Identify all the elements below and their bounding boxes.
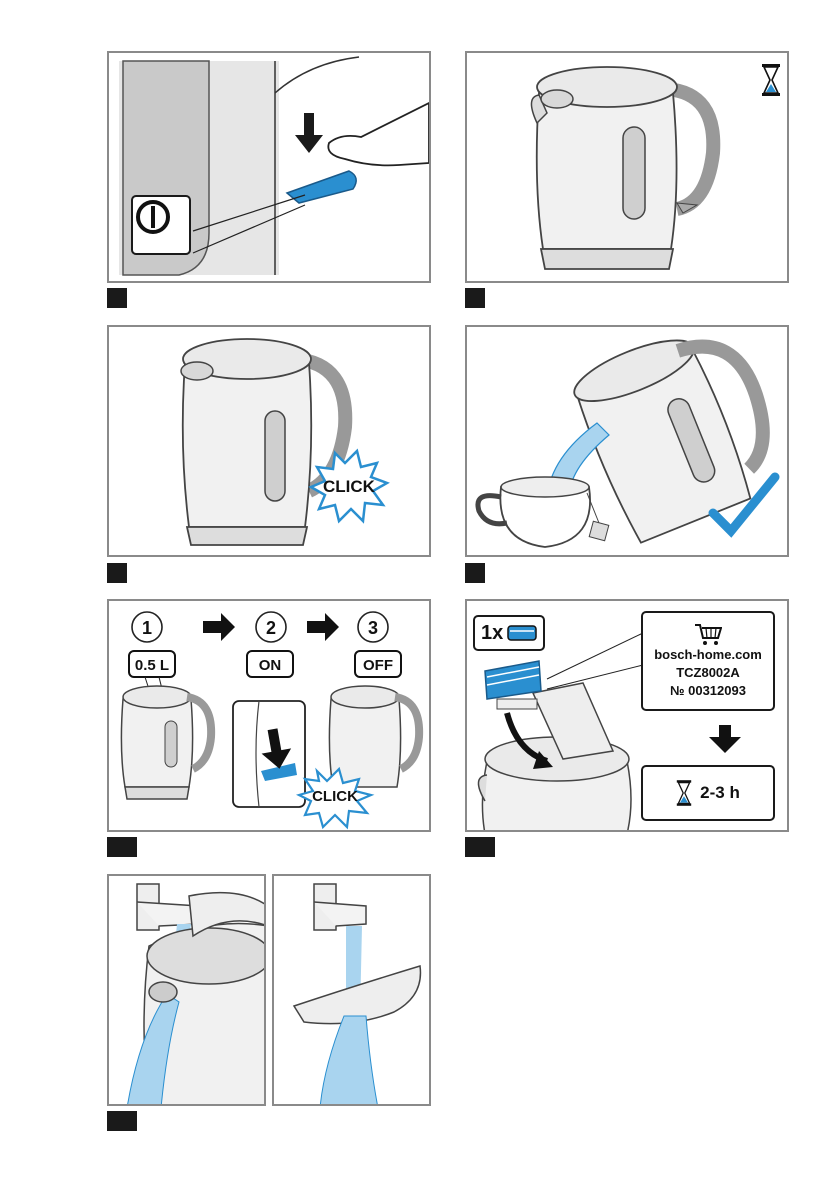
product-code: TCZ8002A [676,664,740,682]
kettle-click-illustration: CLICK [109,327,431,557]
power-icon [131,195,191,255]
svg-text:2: 2 [266,618,276,638]
click-text: CLICK [323,477,376,496]
step-marker-1 [107,288,127,308]
shop-url: bosch-home.com [654,646,762,664]
arrow-down-icon [295,113,323,153]
order-info-box: bosch-home.com TCZ8002A № 00312093 [641,611,775,711]
panel-rinse-kettle [107,874,266,1106]
panel-heating [465,51,789,283]
panel-pour [465,325,789,557]
pour-illustration [467,327,789,557]
step-marker-3 [107,563,127,583]
step-marker-6 [465,837,495,857]
rinse-lid-illustration [274,876,431,1106]
arrow-right-icon [307,613,339,641]
sequence-illustration: 1 2 3 0.5 L ON OFF CLICK [109,601,431,832]
fill-level-label: 0.5 L [135,657,169,674]
hourglass-icon [761,63,781,97]
on-label: ON [259,657,282,674]
panel-auto-off: CLICK [107,325,431,557]
tablet-quantity-box: 1x [473,615,545,651]
switch-lever [287,171,356,203]
step-marker-5 [107,837,137,857]
step-marker-2 [465,288,485,308]
svg-text:1: 1 [142,618,152,638]
duration-label: 2-3 h [700,783,740,803]
duration-box: 2-3 h [641,765,775,821]
step-marker-4 [465,563,485,583]
panel-sequence: 1 2 3 0.5 L ON OFF CLICK [107,599,431,832]
rinse-kettle-illustration [109,876,266,1106]
kettle-heating-illustration [467,53,789,283]
hourglass-icon [676,779,692,807]
cart-icon [694,622,722,646]
panel-descale: 1x bosch-home.com TCZ8002A № 00312093 2-… [465,599,789,832]
finger-icon [328,103,429,165]
svg-text:3: 3 [368,618,378,638]
arrow-right-icon [203,613,235,641]
click-text: CLICK [312,788,358,805]
tablet-icon [507,623,537,643]
step-marker-7 [107,1111,137,1131]
product-number: № 00312093 [670,682,746,700]
quantity-label: 1x [481,622,503,645]
arrow-down-icon [709,725,741,753]
panel-switch-on [107,51,431,283]
off-label: OFF [363,657,393,674]
panel-rinse-lid [272,874,431,1106]
